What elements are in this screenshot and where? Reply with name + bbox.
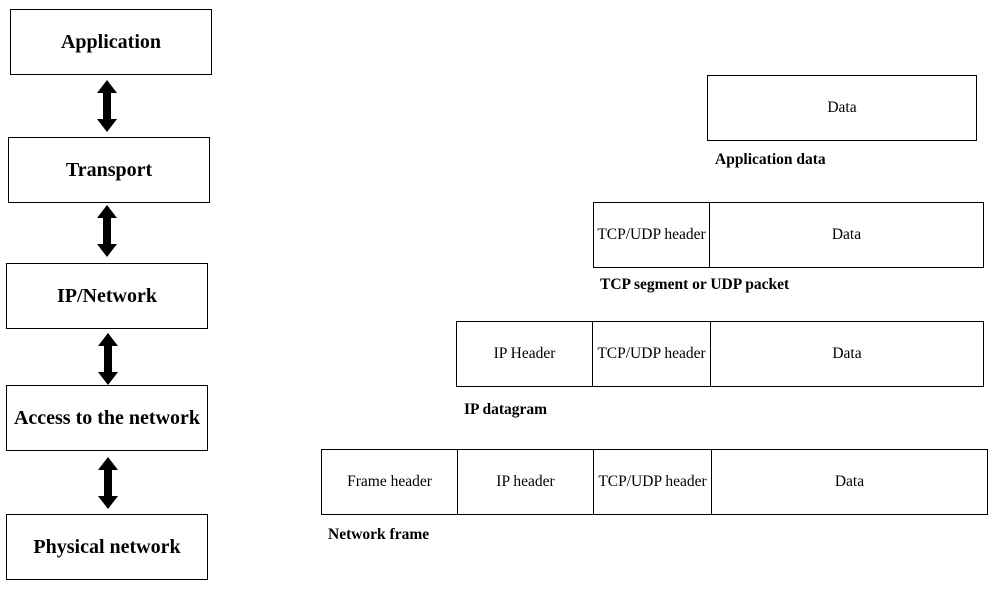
data-cell: Data: [834, 473, 865, 490]
tcp-udp-header-cell: TCP/UDP header: [594, 203, 710, 267]
layer-label: IP/Network: [57, 284, 157, 307]
application-data-caption: Application data: [715, 151, 826, 168]
tcp-udp-header-cell: TCP/UDP header: [593, 322, 711, 386]
network-frame-caption: Network frame: [328, 526, 430, 543]
ip-header-cell: IP header: [458, 450, 594, 514]
layer-label: Access to the network: [13, 406, 201, 429]
layer-label: Application: [60, 30, 162, 53]
ip-header-cell: IP Header: [457, 322, 593, 386]
layer-label: Transport: [65, 158, 153, 181]
layer-application: Application: [10, 9, 212, 75]
tcp-segment-packet: TCP/UDP header Data: [593, 202, 984, 268]
network-frame-packet: Frame header IP header TCP/UDP header Da…: [321, 449, 988, 515]
layer-physical-network: Physical network: [6, 514, 208, 580]
bidirectional-arrow-icon: [98, 457, 118, 509]
ip-datagram-packet: IP Header TCP/UDP header Data: [456, 321, 984, 387]
layer-ip-network: IP/Network: [6, 263, 208, 329]
data-cell: Data: [831, 226, 862, 243]
layer-transport: Transport: [8, 137, 210, 203]
bidirectional-arrow-icon: [97, 205, 117, 257]
bidirectional-arrow-icon: [98, 333, 118, 385]
application-data-packet: Data: [707, 75, 977, 141]
data-cell: Data: [832, 345, 862, 362]
bidirectional-arrow-icon: [97, 80, 117, 132]
tcp-udp-header-cell: TCP/UDP header: [594, 450, 712, 514]
frame-header-cell: Frame header: [322, 450, 458, 514]
tcp-segment-caption: TCP segment or UDP packet: [600, 276, 790, 293]
layer-label: Physical network: [33, 535, 181, 558]
layer-network-access: Access to the network: [6, 385, 208, 451]
ip-datagram-caption: IP datagram: [464, 401, 548, 418]
data-cell: Data: [827, 99, 857, 116]
